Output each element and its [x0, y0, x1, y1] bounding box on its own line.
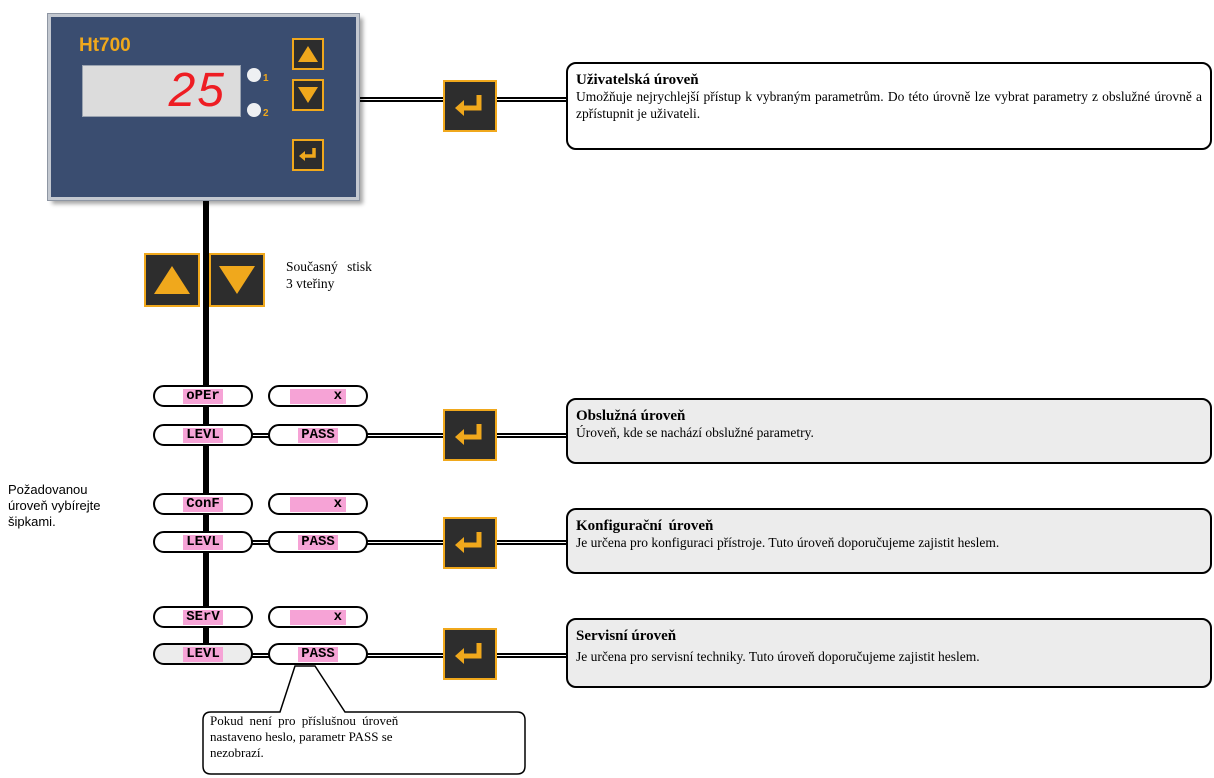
big-up-button[interactable] — [144, 253, 200, 307]
serv-enter-to-box-line — [496, 653, 568, 658]
press-note-line-1: Současný stisk — [286, 259, 372, 274]
enter-icon — [455, 532, 482, 553]
level-code: ConF — [183, 496, 223, 512]
device-model: Ht700 — [79, 35, 131, 56]
level-label: LEVL — [183, 534, 223, 550]
device-enter-button[interactable] — [292, 139, 324, 171]
device-down-button[interactable] — [292, 79, 324, 111]
password-value: x — [290, 388, 346, 404]
level-label: LEVL — [183, 646, 223, 662]
enter-icon — [455, 643, 482, 664]
led-2-indicator — [247, 103, 261, 117]
enter-icon — [299, 148, 316, 161]
oper-level-title: Obslužná úroveň — [576, 408, 686, 424]
level-code: SErV — [183, 609, 223, 625]
led-1-indicator — [247, 68, 261, 82]
led-2-label: 2 — [263, 108, 269, 119]
oper-enter-button[interactable] — [443, 409, 497, 461]
enter-to-user-box-line — [496, 97, 568, 102]
level-label: LEVL — [183, 427, 223, 443]
pass-note-line-2: nastaveno heslo, parametr PASS se — [210, 729, 393, 744]
pass-note: Pokud není pro příslušnou úroveň nastave… — [210, 713, 528, 761]
conf-level-title: Konfigurační úroveň — [576, 518, 714, 534]
select-note-line-3: šipkami. — [8, 514, 56, 529]
led-1-label: 1 — [263, 73, 269, 84]
enter-icon — [455, 424, 482, 445]
pass-label: PASS — [298, 646, 338, 662]
conf-link-line — [252, 540, 270, 545]
oper-enter-to-box-line — [496, 433, 568, 438]
arrow-up-icon — [154, 266, 190, 294]
big-down-button[interactable] — [209, 253, 265, 307]
password-value-pill: x — [268, 606, 368, 628]
conf-level-text: Je určena pro konfiguraci přístroje. Tut… — [576, 535, 1000, 550]
password-value: x — [290, 496, 346, 512]
level-code-pill: oPEr — [153, 385, 253, 407]
press-note: Současný stisk 3 vteřiny — [286, 258, 372, 292]
serv-link-line — [252, 653, 270, 658]
oper-link-line — [252, 433, 270, 438]
password-value: x — [290, 609, 346, 625]
oper-to-enter-line — [366, 433, 444, 438]
user-level-enter-button[interactable] — [443, 80, 497, 132]
oper-level-box: Obslužná úroveň Úroveň, kde se nachází o… — [566, 398, 1212, 464]
arrow-down-icon — [298, 87, 318, 103]
select-note: Požadovanou úroveň vybírejte šipkami. — [8, 482, 101, 530]
device-up-button[interactable] — [292, 38, 324, 70]
select-note-line-1: Požadovanou — [8, 482, 88, 497]
pass-label-pill: PASS — [268, 424, 368, 446]
level-code: oPEr — [183, 388, 223, 404]
pass-note-callout — [202, 665, 526, 775]
oper-level-text: Úroveň, kde se nachází obslužné parametr… — [576, 425, 814, 440]
level-code-pill: SErV — [153, 606, 253, 628]
level-label-pill: LEVL — [153, 531, 253, 553]
serv-level-box: Servisní úroveň Je určena pro servisní t… — [566, 618, 1212, 688]
user-level-box: Uživatelská úroveň Umožňuje nejrychlejší… — [566, 62, 1212, 150]
display-window: 25 — [82, 65, 241, 117]
level-label-pill: LEVL — [153, 643, 253, 665]
select-note-line-2: úroveň vybírejte — [8, 498, 101, 513]
serv-level-text: Je určena pro servisní techniky. Tuto úr… — [576, 649, 980, 664]
controller-panel: Ht700 25 1 2 — [48, 14, 359, 200]
conf-enter-button[interactable] — [443, 517, 497, 569]
user-level-text: Umožňuje nejrychlejší přístup k vybraným… — [576, 89, 1202, 121]
arrow-down-icon — [219, 266, 255, 294]
conf-enter-to-box-line — [496, 540, 568, 545]
press-note-line-2: 3 vteřiny — [286, 276, 335, 291]
user-level-title: Uživatelská úroveň — [576, 72, 699, 88]
password-value-pill: x — [268, 493, 368, 515]
pass-label-pill: PASS — [268, 643, 368, 665]
device-to-enter-line — [353, 97, 443, 102]
serv-to-enter-line — [366, 653, 444, 658]
conf-level-box: Konfigurační úroveň Je určena pro konfig… — [566, 508, 1212, 574]
arrow-up-icon — [298, 46, 318, 62]
serv-enter-button[interactable] — [443, 628, 497, 680]
level-label-pill: LEVL — [153, 424, 253, 446]
pass-label: PASS — [298, 534, 338, 550]
pass-note-line-3: nezobrazí. — [210, 745, 264, 760]
password-value-pill: x — [268, 385, 368, 407]
level-code-pill: ConF — [153, 493, 253, 515]
serv-level-title: Servisní úroveň — [576, 628, 677, 644]
pass-note-line-1: Pokud není pro příslušnou úroveň — [210, 713, 399, 728]
enter-icon — [455, 95, 482, 116]
pass-label-pill: PASS — [268, 531, 368, 553]
display-value: 25 — [168, 64, 226, 117]
pass-label: PASS — [298, 427, 338, 443]
conf-to-enter-line — [366, 540, 444, 545]
